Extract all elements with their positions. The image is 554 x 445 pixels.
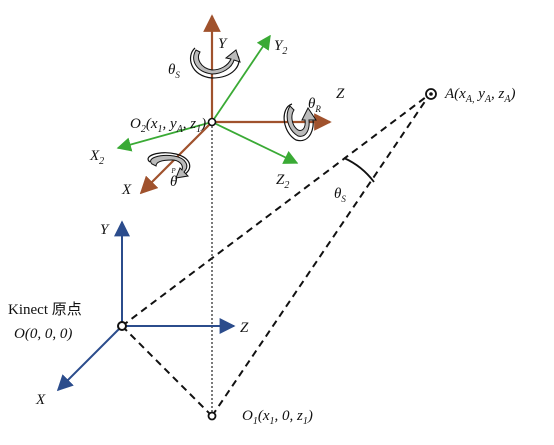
point-o1-marker-icon [207, 411, 217, 421]
dashed-line-origin-to-a [121, 93, 431, 327]
label-y2: Y2 [274, 38, 287, 57]
label-kinect-origin: Kinect 原点 [8, 301, 82, 318]
o2-y2-axis [211, 34, 271, 123]
label-bottom-z: Z [240, 320, 249, 336]
point-a-marker-icon [425, 88, 437, 100]
base-x-axis [56, 325, 123, 392]
rotation-arrow-theta-p-icon [147, 152, 191, 179]
label-point-a: A(xA, yA, zA) [444, 86, 515, 105]
rotation-arrow-theta-s-icon [190, 47, 241, 79]
theta-s-angle-arc [343, 157, 375, 183]
label-top-y: Y [218, 36, 228, 52]
point-origin-marker-icon [117, 321, 127, 331]
label-top-z: Z [336, 86, 345, 102]
label-o2-coords: O2(x1, yA, z1) [130, 116, 206, 135]
label-o1-coords: O1(x1, 0, z1) [242, 408, 313, 427]
label-o-origin: O(0, 0, 0) [14, 326, 72, 342]
label-theta-p: θP [170, 167, 178, 190]
label-x2: X2 [89, 148, 104, 167]
label-top-x: X [121, 182, 132, 198]
dashed-line-o1-to-a [211, 93, 431, 417]
label-z2: Z2 [276, 172, 289, 191]
dashed-line-origin-to-o1 [121, 325, 213, 417]
rotation-arrow-theta-r-icon [283, 103, 317, 142]
o2-x2-axis [116, 121, 213, 152]
point-o2-marker-icon [207, 117, 217, 127]
label-bottom-x: X [35, 392, 46, 408]
label-bottom-y: Y [100, 222, 110, 238]
label-theta-r: θR [308, 96, 321, 114]
o2-z2-axis [211, 121, 299, 164]
label-theta-s-right: θS [334, 186, 346, 204]
label-theta-s-top: θS [168, 62, 180, 80]
